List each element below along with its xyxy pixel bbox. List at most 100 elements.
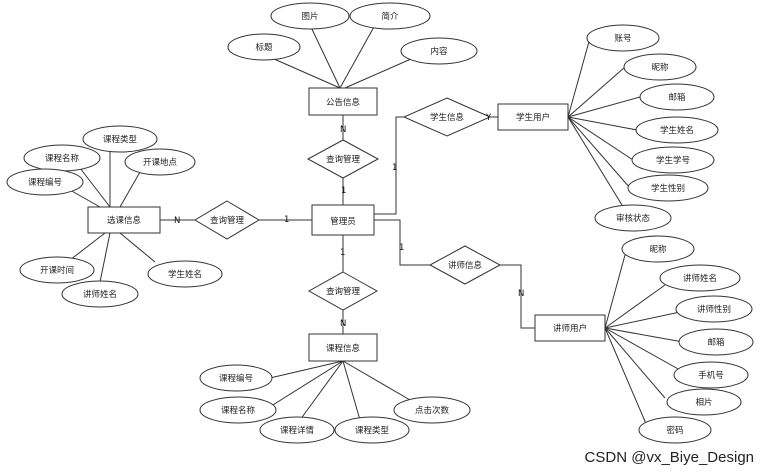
attr-label: 相片 xyxy=(695,397,712,408)
attr-label: 学生姓名 xyxy=(660,125,694,136)
entity-selection: 选课信息 xyxy=(87,206,161,234)
relation-label: 查询管理 xyxy=(210,215,245,226)
edge-ann-title xyxy=(264,54,341,89)
edge-crs-type xyxy=(342,360,361,421)
attr-sel-time: 开课时间 xyxy=(19,256,95,284)
entity-label: 课程信息 xyxy=(326,343,361,354)
entity-label: 管理员 xyxy=(330,216,356,227)
entity-label: 选课信息 xyxy=(107,215,142,226)
attr-tea-photo: 相片 xyxy=(666,388,742,416)
attr-label: 邮箱 xyxy=(668,92,686,103)
attr-label: 学生姓名 xyxy=(168,269,202,280)
edge-sel-teacher xyxy=(99,232,111,283)
attr-tea-password: 密码 xyxy=(638,416,712,444)
edge-sel-time xyxy=(69,232,106,261)
attr-label: 昵称 xyxy=(649,244,667,255)
attr-label: 标题 xyxy=(255,42,273,53)
attr-stu-gender: 学生性别 xyxy=(627,174,709,202)
edge-sel-student xyxy=(119,232,156,263)
cardinality-labels: N 1 N 1 1 N 1 Y 1 N xyxy=(174,113,524,329)
watermark-text: CSDN @vx_Biye_Design xyxy=(585,449,754,466)
edge-crs-code xyxy=(269,360,344,379)
attr-crs-detail: 课程详情 xyxy=(259,416,335,444)
relation-student: 学生信息 xyxy=(402,97,492,137)
relation-label: 查询管理 xyxy=(326,154,361,165)
edge-stu-number xyxy=(567,116,634,161)
attr-sel-type: 课程类型 xyxy=(82,125,158,153)
relation-label: 查询管理 xyxy=(326,286,361,297)
attr-sel-place: 开课地点 xyxy=(124,148,196,176)
attr-sel-teacher: 讲师姓名 xyxy=(61,280,139,308)
attr-ann-image: 图片 xyxy=(270,2,350,30)
attr-label: 课程详情 xyxy=(280,425,315,436)
attr-label: 学生性别 xyxy=(651,183,685,194)
attr-ann-title: 标题 xyxy=(227,33,301,61)
edge-stu-review xyxy=(567,116,631,219)
attr-label: 审核状态 xyxy=(616,213,651,224)
attr-label: 课程编号 xyxy=(219,373,253,384)
edge-ann-image xyxy=(309,24,341,89)
attr-tea-gender: 讲师性别 xyxy=(675,295,753,323)
edge-stu-nickname xyxy=(567,66,626,118)
attr-label: 讲师性别 xyxy=(697,304,731,315)
attr-label: 账号 xyxy=(614,34,631,44)
attr-stu-name: 学生姓名 xyxy=(635,116,719,144)
attr-tea-nickname: 昵称 xyxy=(621,235,695,263)
attr-label: 图片 xyxy=(301,11,318,22)
attr-stu-number: 学生学号 xyxy=(631,146,715,174)
entity-label: 学生用户 xyxy=(516,112,550,123)
edge-stu-account xyxy=(567,37,591,118)
attr-label: 讲师姓名 xyxy=(683,273,717,284)
relation-top: 查询管理 xyxy=(306,139,380,179)
entity-teacher-user: 讲师用户 xyxy=(534,314,606,342)
card-left-1: 1 xyxy=(284,215,289,225)
edge-sel-code xyxy=(69,189,101,208)
attr-label: 课程名称 xyxy=(45,153,80,164)
edge-admin-relstudent xyxy=(374,116,404,215)
card-top-1: 1 xyxy=(341,186,346,196)
attr-label: 课程名称 xyxy=(221,405,256,416)
edge-crs-name xyxy=(267,360,344,409)
attr-crs-name: 课程名称 xyxy=(199,396,277,424)
attr-label: 课程类型 xyxy=(355,425,390,436)
edge-ann-content xyxy=(344,54,421,89)
edge-stu-name xyxy=(567,116,638,131)
entity-announcement: 公告信息 xyxy=(308,87,378,116)
relation-label: 讲师信息 xyxy=(448,260,483,271)
attr-label: 课程编号 xyxy=(28,177,62,188)
card-bottom-1: 1 xyxy=(340,248,345,258)
attr-sel-code: 课程编号 xyxy=(6,168,84,196)
edges xyxy=(69,24,684,427)
attr-tea-email: 邮箱 xyxy=(678,328,754,356)
edge-tea-password xyxy=(604,327,648,427)
card-left-n: N xyxy=(174,216,180,226)
entity-admin: 管理员 xyxy=(311,204,375,236)
entity-label: 公告信息 xyxy=(326,97,361,108)
attr-label: 昵称 xyxy=(651,62,669,73)
attr-stu-review: 审核状态 xyxy=(594,204,672,232)
card-bottom-n: N xyxy=(340,319,346,329)
attr-tea-name: 讲师姓名 xyxy=(659,264,741,292)
attr-tea-phone: 手机号 xyxy=(673,361,749,389)
attr-label: 讲师姓名 xyxy=(83,289,117,300)
attr-label: 开课时间 xyxy=(40,265,74,276)
edge-tea-name xyxy=(604,284,666,329)
edge-ann-intro xyxy=(339,24,376,89)
card-top-n: N xyxy=(340,125,346,135)
edge-tea-gender xyxy=(604,311,681,329)
attr-crs-type: 课程类型 xyxy=(334,416,410,444)
edge-tea-nickname xyxy=(604,254,626,329)
entity-course: 课程信息 xyxy=(308,333,378,362)
edge-tea-photo xyxy=(604,327,666,399)
card-student-1: 1 xyxy=(392,163,397,173)
attr-label: 课程类型 xyxy=(103,134,138,145)
edge-sel-name xyxy=(79,167,111,208)
card-teacher-1: 1 xyxy=(399,243,404,253)
attr-label: 邮箱 xyxy=(707,337,725,348)
attr-label: 内容 xyxy=(430,46,448,57)
attr-stu-account: 账号 xyxy=(586,24,660,52)
card-teacher-n: N xyxy=(518,289,524,299)
edge-relteacher-teacher xyxy=(500,264,535,329)
